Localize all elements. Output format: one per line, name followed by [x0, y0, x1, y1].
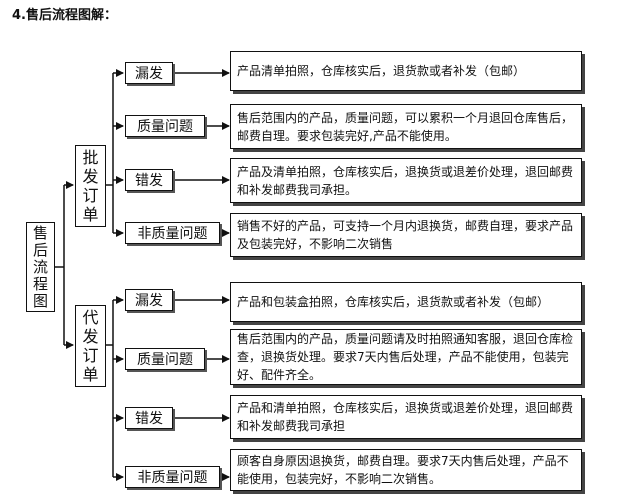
description-text: 售后范围内的产品，质量问题，可以累积一个月退回仓库售后，邮费自理。要求包装完好,… — [237, 110, 574, 143]
category-box: 非质量问题 — [125, 222, 220, 244]
category-box: 错发 — [125, 407, 173, 429]
description-box: 产品及清单拍照，仓库核实后，退换货或退差价处理，退回邮费和补发邮费我司承担。 — [230, 158, 582, 203]
group-char: 发 — [82, 327, 99, 346]
category-box: 质量问题 — [125, 115, 205, 137]
description-box: 产品清单拍照，仓库核实后，退货款或者补发（包邮） — [230, 51, 582, 91]
group-node-dropship: 代 发 订 单 — [75, 305, 106, 387]
diagram-title: 4.售后流程图解： — [12, 8, 117, 23]
description-box: 售后范围内的产品，质量问题，可以累积一个月退回仓库售后，邮费自理。要求包装完好,… — [230, 104, 582, 149]
description-box: 产品和清单拍照，仓库核实后，退换货或退差价处理，退回邮费和补发邮费我司承担 — [230, 395, 582, 439]
category-box: 错发 — [125, 169, 173, 191]
group-char: 单 — [82, 205, 99, 224]
description-box: 产品和包装盒拍照，仓库核实后，退货款或者补发（包邮） — [230, 282, 582, 322]
description-text: 售后范围内的产品，质量问题请及时拍照通知客服，退回仓库检查，退换货处理。要求7天… — [237, 332, 574, 382]
root-char: 图 — [32, 291, 48, 310]
group-char: 订 — [82, 186, 99, 205]
description-box: 顾客自身原因退换货，邮费自理。要求7天内售后处理，产品不能使用，包装完好，不影响… — [230, 449, 582, 491]
group-node-wholesale: 批 发 订 单 — [75, 145, 106, 227]
description-text: 顾客自身原因退换货，邮费自理。要求7天内售后处理，产品不能使用，包装完好，不影响… — [237, 454, 569, 486]
root-node: 售 后 流 程 图 — [26, 222, 55, 312]
root-char: 后 — [32, 240, 48, 259]
description-box: 销售不好的产品，可支持一个月内退换货，邮费自理，要求产品及包装完好，不影响二次销… — [230, 213, 582, 257]
group-char: 单 — [82, 365, 99, 384]
group-char: 发 — [82, 167, 99, 186]
root-char: 流 — [32, 257, 48, 276]
category-box: 漏发 — [125, 289, 173, 311]
description-text: 产品及清单拍照，仓库核实后，退换货或退差价处理，退回邮费和补发邮费我司承担。 — [237, 164, 574, 197]
description-text: 销售不好的产品，可支持一个月内退换货，邮费自理，要求产品及包装完好，不影响二次销… — [237, 219, 574, 251]
category-box: 非质量问题 — [125, 466, 220, 488]
description-text: 产品和清单拍照，仓库核实后，退换货或退差价处理，退回邮费和补发邮费我司承担 — [237, 401, 574, 433]
description-box: 售后范围内的产品，质量问题请及时拍照通知客服，退回仓库检查，退换货处理。要求7天… — [230, 329, 582, 385]
description-text: 产品清单拍照，仓库核实后，退货款或者补发（包邮） — [237, 64, 526, 78]
category-box: 漏发 — [125, 62, 173, 84]
description-text: 产品和包装盒拍照，仓库核实后，退货款或者补发（包邮） — [237, 295, 550, 309]
category-box: 质量问题 — [125, 348, 205, 370]
root-char: 程 — [32, 274, 48, 293]
group-char: 批 — [82, 148, 99, 167]
root-char: 售 — [32, 223, 48, 242]
group-char: 代 — [82, 308, 99, 327]
group-char: 订 — [82, 346, 99, 365]
